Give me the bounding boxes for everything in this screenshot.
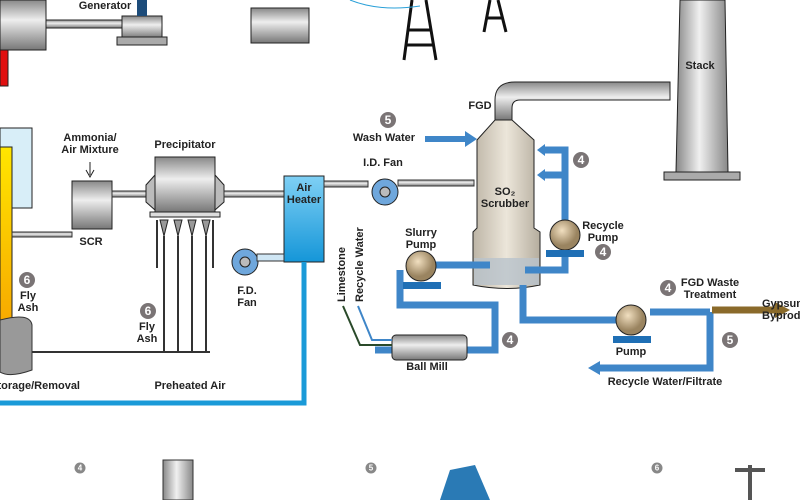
precipitator [32,156,225,353]
badge-fgd-waste: 4 [660,280,676,296]
wash-water-arrow-icon [465,131,477,147]
boiler [0,127,73,376]
badge-bottom-3: 6 [651,462,663,474]
bottom-equipment-1 [162,459,194,500]
label-wash-water: Wash Water [352,132,416,144]
bottom-equipment-2 [440,465,490,500]
badge-recycle-pump: 4 [595,244,611,260]
badge-bottom-1: 4 [74,462,86,474]
label-recycle-filtrate: Recycle Water/Filtrate [607,376,723,388]
label-slurry-pump-line2: Pump [405,239,437,251]
badge-bottom-2: 5 [365,462,377,474]
preheated-air-duct [0,262,307,406]
badge-fly-ash-mid: 6 [140,303,156,319]
label-ball-mill: Ball Mill [406,361,448,373]
stack [494,0,741,181]
transformer [250,7,310,44]
label-ammonia-line1: Ammonia/ [63,132,117,144]
label-pump: Pump [615,346,647,358]
label-generator: Generator [76,0,134,12]
power-line [349,0,421,9]
label-fd-fan-line1: F.D. [237,285,257,297]
label-scr: SCR [79,236,103,248]
label-fgd: FGD [468,100,492,112]
label-recycle-pump-line2: Pump [587,232,619,244]
label-fly-ash-mid-line2: Ash [136,333,158,345]
ball-mill [391,334,468,361]
badge-filtrate: 5 [722,332,738,348]
label-preheated-air: Preheated Air [154,380,226,392]
recycle-pump [546,219,584,257]
ash-storage [0,316,33,376]
generator [0,0,168,87]
label-recycle-water: Recycle Water [354,227,366,302]
label-scrubber-line1: SO₂ [494,186,516,198]
label-fly-ash-left-line1: Fly [20,290,36,302]
slurry-pump [403,250,441,289]
label-id-fan: I.D. Fan [363,157,403,169]
label-stack: Stack [685,60,715,72]
label-precipitator: Precipitator [154,139,216,151]
fd-fan [231,248,285,276]
label-fd-fan-line2: Fan [237,297,257,309]
id-fan [371,178,475,206]
label-fly-ash-mid-line1: Fly [139,321,155,333]
label-slurry-pump-line1: Slurry [405,227,437,239]
waste-pump [613,304,651,343]
label-gypsum-line2: Byproduct [762,310,800,322]
badge-wash-water: 5 [380,112,396,128]
badge-ball-mill: 4 [502,332,518,348]
badge-fly-ash-left: 6 [19,272,35,288]
label-fd-fan: F.D.Fan [237,285,257,309]
label-fgd-waste-line2: Treatment [683,289,737,301]
label-fgd-waste-line1: FGD Waste [680,277,740,289]
badge-scrubber-recycle: 4 [573,152,589,168]
label-scrubber-line2: Scrubber [480,198,530,210]
bottom-equipment-3 [735,465,765,500]
transmission-towers [402,0,508,61]
label-air-heater-line2: Heater [286,194,322,206]
scr-unit [71,180,113,230]
label-gypsum: GypsumByproduct [762,298,800,322]
label-ammonia: Ammonia/Air Mixture [61,132,118,156]
label-fly-ash-left-line2: Ash [17,302,39,314]
label-ammonia-line2: Air Mixture [61,144,119,156]
label-gypsum-line1: Gypsum [762,298,800,310]
label-storage-removal: Storage/Removal [0,380,80,392]
label-limestone: Limestone [336,246,348,302]
label-air-heater-line1: Air [296,182,312,194]
ammonia-arrow-icon [85,162,95,179]
gypsum-arrow-icon [775,302,790,318]
label-recycle-pump-line1: Recycle [582,220,624,232]
